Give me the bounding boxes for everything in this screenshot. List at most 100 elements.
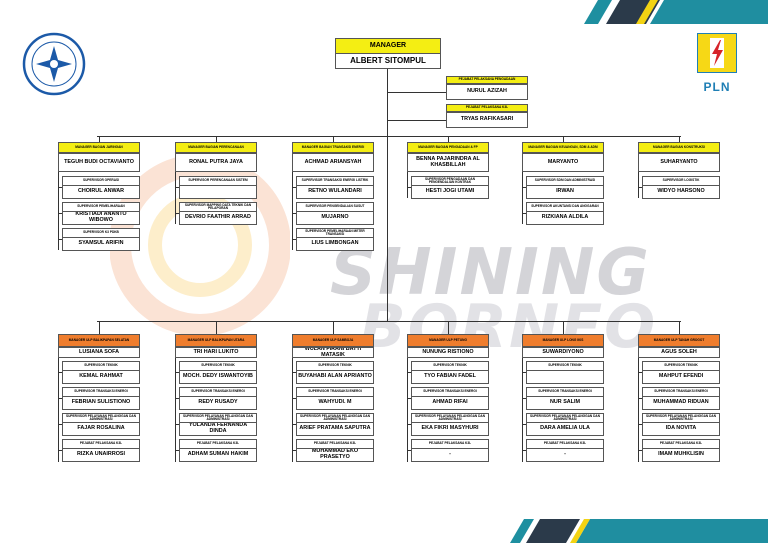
connector-line	[407, 424, 411, 425]
unit-name: LIUS LIMBONGAN	[296, 237, 374, 251]
unit-name: MUJARNO	[296, 211, 374, 225]
unit-title: SUPERVISOR TEKNIK	[296, 361, 374, 370]
connector-line	[216, 136, 217, 142]
unit-name: IRWAN	[526, 185, 604, 199]
unit-name: HESTI JOGI UTAMI	[411, 185, 489, 199]
unit-name: MUHAMMAD EKO PRASETYO	[296, 448, 374, 462]
connector-line	[58, 213, 62, 214]
ulp-head: SUWARDIYONO	[522, 347, 604, 358]
unit-name: KEMAL RAHMAT	[62, 370, 140, 384]
connector-line	[58, 358, 59, 462]
ulp-title: MANAGER ULP SAMBOJA	[292, 334, 374, 347]
ulp-head: NUNUNG RISTIONO	[407, 347, 489, 358]
connector-line	[522, 187, 526, 188]
connector-line	[175, 172, 176, 224]
unit-name: DEVRIO FAATHIR ARRAD	[179, 211, 257, 225]
unit-title: SUPERVISOR TRANSAKSI ENERGI	[411, 387, 489, 396]
unit-title: SUPERVISOR SDM DAN ADMINISTRASI	[526, 176, 604, 185]
department-head: SUHARYANTO	[638, 153, 720, 172]
connector-line	[407, 398, 411, 399]
connector-line	[292, 213, 296, 214]
department-head: MARYANTO	[522, 153, 604, 172]
connector-line	[448, 321, 449, 334]
unit-name: NUR SALIM	[526, 396, 604, 410]
watermark-line1: SHINING	[330, 236, 651, 310]
connector-line	[638, 187, 642, 188]
connector-line	[58, 450, 62, 451]
connector-line	[97, 321, 681, 322]
connector-line	[522, 398, 526, 399]
unit-name	[179, 185, 257, 199]
unit-name: FAJAR ROSALINA	[62, 422, 140, 436]
unit-title: SUPERVISOR TRANSAKSI ENERGI	[296, 387, 374, 396]
lightning-icon	[710, 38, 724, 68]
ulp-head: WULAN FIRANI BATTI MATASIK	[292, 347, 374, 358]
unit-title: SUPERVISOR PELAYANAN PELANGGAN DAN ADMIN…	[296, 413, 374, 422]
connector-line	[58, 372, 62, 373]
connector-line	[387, 120, 446, 121]
unit-title: SUPERVISOR K3 PDKB	[62, 228, 140, 237]
pln-text: PLN	[703, 80, 731, 94]
pln-logo	[697, 33, 737, 73]
connector-line	[448, 136, 449, 142]
department-head: RONAL PUTRA JAYA	[175, 153, 257, 172]
unit-name: WAHYUDI. M	[296, 396, 374, 410]
staff-name: NURUL AZIZAH	[446, 84, 528, 100]
connector-line	[175, 358, 176, 462]
connector-line	[522, 372, 526, 373]
unit-title: PEJABAT PELAKSANA K3L	[179, 439, 257, 448]
unit-name: YOLANDA FERNANDA DINDA	[179, 422, 257, 436]
unit-title: SUPERVISOR TRANSAKSI ENERGI	[526, 387, 604, 396]
watermark-line2: BORNEO	[360, 292, 658, 362]
connector-line	[522, 213, 526, 214]
connector-line	[638, 424, 642, 425]
unit-name: REDY RUSADY	[179, 396, 257, 410]
department-title: MANAGER BAGIAN TRANSAKSI ENERGI	[292, 142, 374, 153]
header-stripes	[584, 0, 768, 24]
connector-line	[522, 450, 526, 451]
unit-title: SUPERVISOR TRANSAKSI ENERGI LISTRIK	[296, 176, 374, 185]
ulp-title: MANAGER ULP PETUNG	[407, 334, 489, 347]
connector-line	[216, 321, 217, 334]
department-title: MANAGER BAGIAN KONSTRUKSI	[638, 142, 720, 153]
connector-line	[58, 398, 62, 399]
connector-line	[387, 69, 388, 137]
unit-title: SUPERVISOR PEMELIHARAAN	[62, 202, 140, 211]
connector-line	[387, 92, 446, 93]
unit-title: SUPERVISOR TEKNIK	[62, 361, 140, 370]
unit-name: TYO FABIAN FADEL	[411, 370, 489, 384]
connector-line	[292, 398, 296, 399]
department-title: MANAGER BAGIAN PERENCANAAN	[175, 142, 257, 153]
connector-line	[522, 424, 526, 425]
connector-line	[58, 172, 59, 250]
staff-title: PEJABAT PELAKSANA K3L	[446, 104, 528, 112]
connector-line	[292, 372, 296, 373]
unit-title: PEJABAT PELAKSANA K3L	[526, 439, 604, 448]
unit-title: SUPERVISOR TEKNIK	[179, 361, 257, 370]
department-title: MANAGER BAGIAN JARINGAN	[58, 142, 140, 153]
connector-line	[563, 321, 564, 334]
unit-name	[526, 370, 604, 384]
connector-line	[407, 372, 411, 373]
connector-line	[175, 372, 179, 373]
connector-line	[175, 398, 179, 399]
unit-name: AHMAD RIFAI	[411, 396, 489, 410]
connector-line	[638, 172, 639, 198]
connector-line	[175, 450, 179, 451]
unit-title: PEJABAT PELAKSANA K3L	[642, 439, 720, 448]
unit-name: FEBRIAN SULISTIONO	[62, 396, 140, 410]
connector-line	[407, 450, 411, 451]
unit-name: BUYAHABI ALAN APRIANTO	[296, 370, 374, 384]
unit-title: PEJABAT PELAKSANA K3L	[296, 439, 374, 448]
ulp-title: MANAGER ULP LONG IKIS	[522, 334, 604, 347]
connector-line	[99, 136, 100, 142]
connector-line	[563, 136, 564, 142]
manager-name: ALBERT SITOMPUL	[335, 53, 441, 69]
connector-line	[679, 321, 680, 334]
unit-title: SUPERVISOR TRANSAKSI ENERGI	[179, 387, 257, 396]
ulp-head: TRI HARI LUKITO	[175, 347, 257, 358]
unit-title: PEJABAT PELAKSANA K3L	[62, 439, 140, 448]
connector-line	[292, 450, 296, 451]
ulp-head: LUSIANA SOFA	[58, 347, 140, 358]
